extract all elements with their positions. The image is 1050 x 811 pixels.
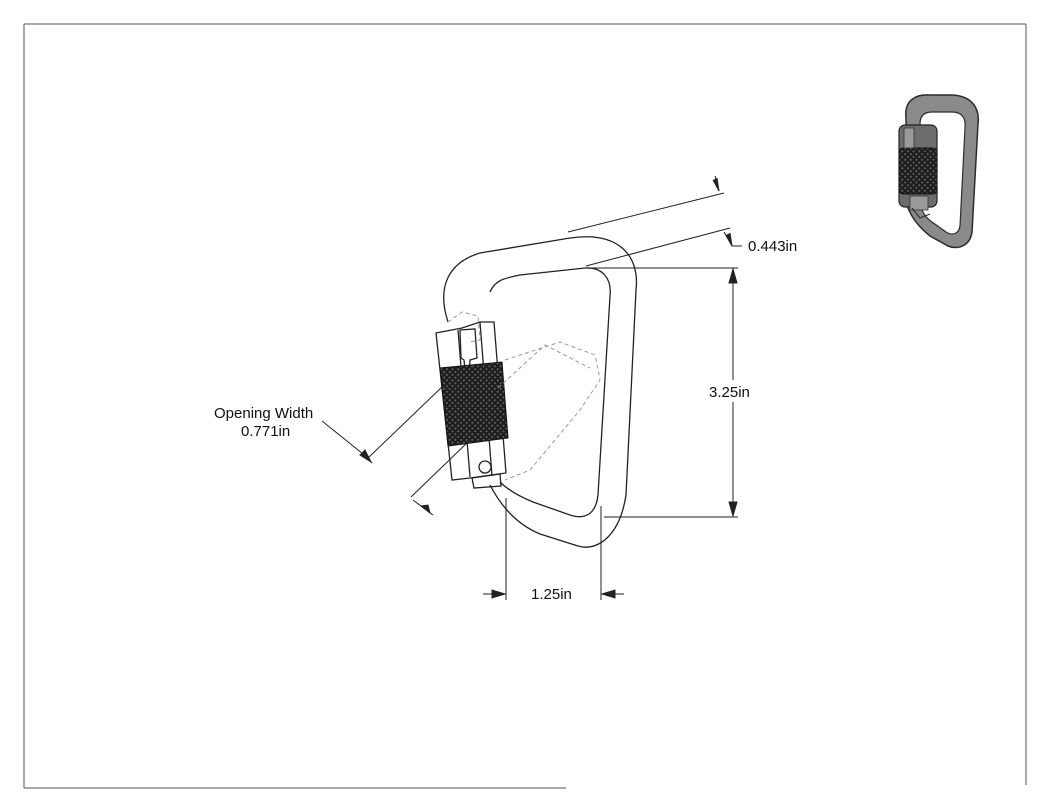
sheet-border xyxy=(23,23,1027,789)
dimension-width xyxy=(483,498,624,600)
carabiner-outer-outline xyxy=(443,236,638,548)
carabiner-inner-outline xyxy=(489,267,611,518)
dimension-gate-thickness-label: 0.443in xyxy=(748,238,797,255)
dimension-width-label: 1.25in xyxy=(531,586,572,603)
carabiner-isometric-view xyxy=(898,94,980,249)
iso-knurled-grip xyxy=(898,147,938,195)
dimension-opening-width-value: 0.771in xyxy=(241,423,290,440)
knurled-grip xyxy=(439,361,509,447)
gate-nose xyxy=(471,473,502,489)
dimension-length xyxy=(590,267,738,518)
dimension-length-label: 3.25in xyxy=(709,384,750,401)
dimension-gate-thickness xyxy=(567,175,742,267)
gate-pin xyxy=(478,460,492,474)
hidden-gate-open-position xyxy=(447,311,601,481)
dimension-opening-width-title: Opening Width xyxy=(214,405,313,422)
dimension-opening-width xyxy=(321,385,471,516)
